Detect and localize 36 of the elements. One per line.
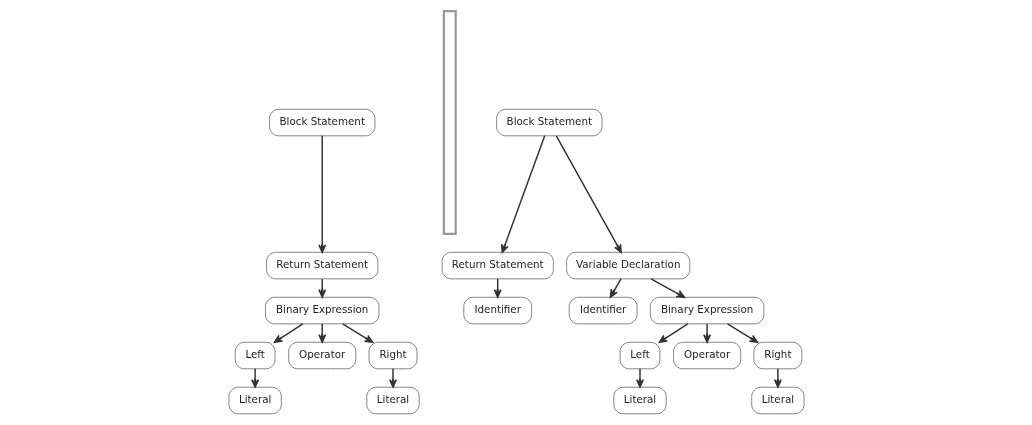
arrow <box>555 135 622 254</box>
node-box: Right <box>368 341 417 370</box>
node-bar <box>442 10 457 235</box>
node-box: Literal <box>612 386 667 415</box>
arrow <box>658 323 688 343</box>
node-box: Right <box>753 341 802 370</box>
node-box: Operator <box>287 341 356 370</box>
arrow <box>341 323 373 343</box>
node-box: Identifier <box>462 296 532 325</box>
arrow <box>250 368 259 388</box>
arrow <box>635 368 644 388</box>
arrow <box>317 135 326 254</box>
node-box: Variable Declaration <box>565 251 690 280</box>
arrow <box>702 323 711 343</box>
node-box: Literal <box>228 386 282 415</box>
node-box: Block Statement <box>268 108 375 137</box>
node-box: Literal <box>750 386 804 415</box>
arrow <box>649 278 685 298</box>
arrow <box>317 278 326 298</box>
node-box: Left <box>619 341 660 370</box>
node-box: Return Statement <box>265 251 378 280</box>
arrow <box>773 368 782 388</box>
arrow <box>273 323 304 343</box>
arrow <box>388 368 397 388</box>
arrow <box>317 323 326 343</box>
node-box: Return Statement <box>441 251 554 280</box>
node-box: Block Statement <box>495 108 602 137</box>
node-box: Identifier <box>568 296 637 325</box>
arrow <box>500 135 545 254</box>
node-box: Binary Expression <box>264 296 379 325</box>
node-box: Binary Expression <box>649 296 764 325</box>
node-box: Left <box>234 341 275 370</box>
arrow <box>609 278 622 298</box>
node-box: Literal <box>365 386 420 415</box>
arrow <box>726 323 758 343</box>
node-box: Operator <box>672 341 741 370</box>
